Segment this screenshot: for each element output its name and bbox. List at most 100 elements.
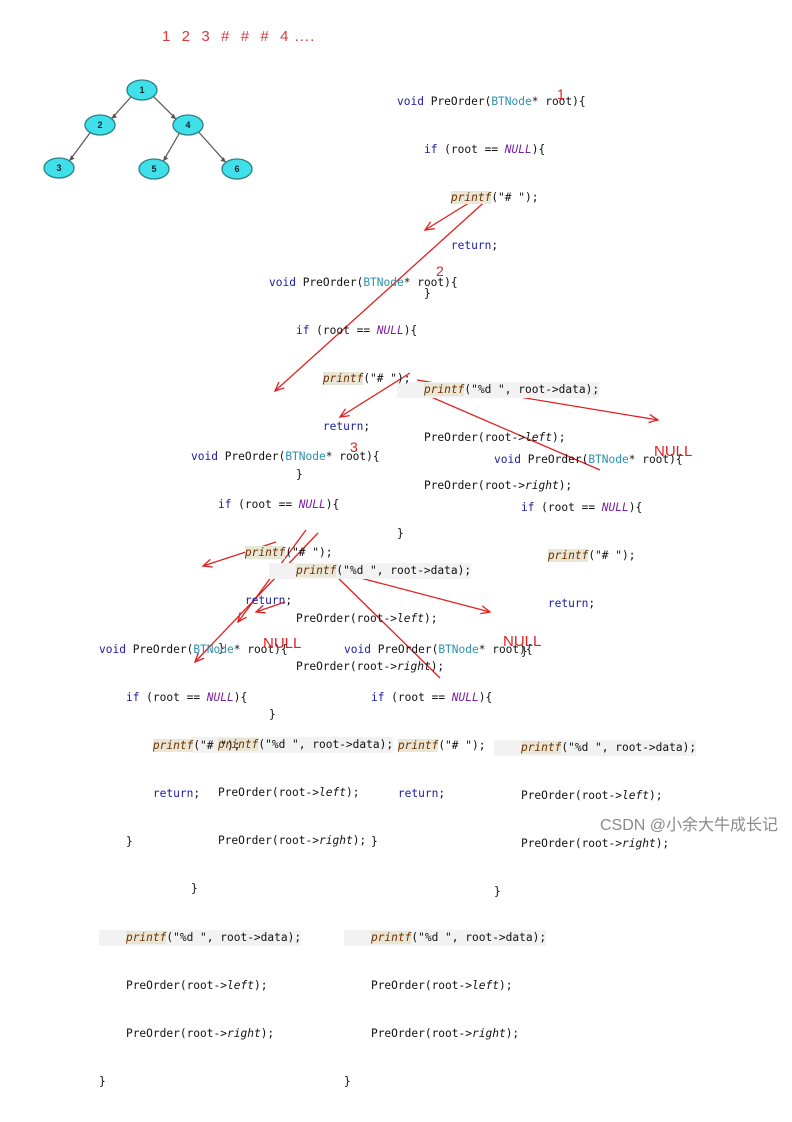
code-text: );: [253, 979, 268, 992]
preorder-code-block: void PreOrder(BTNode* root){ if (root ==…: [269, 243, 472, 755]
code-function: printf: [217, 738, 259, 751]
call-arrowhead: [338, 408, 350, 418]
call-arrowhead: [648, 414, 660, 424]
tree-node: 2: [84, 114, 116, 136]
tree-edge-arrowhead: [69, 155, 75, 161]
code-text: );: [558, 479, 573, 492]
tree-node-circle: [84, 114, 116, 136]
code-line-if-close: }: [269, 467, 471, 483]
code-null: NULL: [504, 143, 532, 156]
code-function: printf: [322, 372, 364, 385]
code-text: );: [430, 660, 445, 673]
code-text: ){: [628, 501, 643, 514]
code-null: NULL: [376, 324, 404, 337]
code-line-call-left: PreOrder(root->left);: [191, 785, 393, 801]
code-null: NULL: [298, 498, 326, 511]
null-label: NULL: [503, 633, 542, 650]
code-member: left: [397, 612, 424, 625]
code-text: * root){: [628, 453, 683, 466]
code-text: ("# ");: [193, 739, 241, 752]
code-line-func-close: }: [99, 1074, 301, 1090]
code-text: ("%d ", root->data);: [166, 931, 302, 944]
null-label: NULL: [263, 635, 302, 652]
code-text: PreOrder(root->: [125, 1027, 227, 1040]
code-member: right: [397, 660, 431, 673]
preorder-code-block: void PreOrder(BTNode* root){ if (root ==…: [99, 610, 302, 1122]
tree-node-circle: [126, 79, 158, 101]
code-function: printf: [423, 383, 465, 396]
code-line-if: if (root == NULL){: [344, 690, 546, 706]
tree-node: 6: [221, 158, 253, 180]
code-line-printf-hash: printf("# ");: [99, 738, 301, 754]
traversal-sequence: 1 2 3 # # # 4 ....: [162, 28, 316, 45]
code-null: NULL: [206, 691, 234, 704]
code-type: BTNode: [285, 450, 326, 463]
code-text: ;: [285, 594, 293, 607]
code-function: printf: [450, 191, 492, 204]
code-function: printf: [397, 739, 439, 752]
code-text: ;: [491, 239, 499, 252]
code-keyword: return: [322, 420, 364, 433]
tree-node-circle: [221, 158, 253, 180]
code-line-printf-hash: printf("# ");: [269, 371, 471, 387]
code-line-printf-data: printf("%d ", root->data);: [494, 740, 697, 756]
code-line-signature: void PreOrder(BTNode* root){: [397, 94, 599, 110]
code-line-func-close: }: [397, 526, 599, 542]
tree-edge: [162, 131, 181, 162]
code-member: right: [525, 479, 559, 492]
code-function: printf: [125, 931, 167, 944]
tree-node-circle: [172, 114, 204, 136]
code-line-return: return;: [191, 593, 393, 609]
code-keyword: void: [269, 276, 296, 289]
tree-node: 5: [138, 158, 170, 180]
code-text: PreOrder(root->: [217, 786, 319, 799]
code-text: PreOrder(root->: [370, 1027, 472, 1040]
code-text: ){: [478, 691, 493, 704]
code-text: PreOrder(root->: [520, 789, 622, 802]
call-arrowhead: [193, 652, 205, 664]
code-text: PreOrder(: [423, 95, 492, 108]
tree-edge-arrowhead: [111, 113, 117, 119]
code-text: PreOrder(: [520, 453, 589, 466]
tree-node-label: 6: [234, 164, 239, 174]
code-type: BTNode: [363, 276, 404, 289]
code-member: right: [472, 1027, 506, 1040]
code-line-return: return;: [99, 786, 301, 802]
code-line-printf-hash: printf("# ");: [344, 738, 546, 754]
code-text: ("# ");: [588, 549, 636, 562]
code-keyword: void: [397, 95, 424, 108]
code-line-call-right: PreOrder(root->right);: [99, 1026, 301, 1042]
step-1-label: 1: [557, 86, 565, 102]
code-type: BTNode: [438, 643, 479, 656]
code-member: right: [622, 837, 656, 850]
code-function: printf: [520, 741, 562, 754]
tree-edge-arrowhead: [220, 157, 226, 163]
code-line-printf-data: printf("%d ", root->data);: [344, 930, 547, 946]
call-arrow: [255, 601, 286, 613]
code-line-printf-hash: printf("# ");: [494, 548, 696, 564]
code-line-if: if (root == NULL){: [99, 690, 301, 706]
call-arrow: [327, 567, 441, 679]
code-line-printf-data: printf("%d ", root->data);: [269, 563, 472, 579]
code-text: ;: [438, 787, 446, 800]
code-text: ("%d ", root->data);: [336, 564, 472, 577]
code-line-return: return;: [494, 596, 696, 612]
code-line-blank: [99, 882, 301, 898]
preorder-code-block: void PreOrder(BTNode* root){ if (root ==…: [397, 62, 600, 574]
code-text: PreOrder(root->: [423, 479, 525, 492]
code-text: (root ==: [309, 324, 377, 337]
code-line-printf-data: printf("%d ", root->data);: [191, 737, 394, 753]
code-text: ("# ");: [285, 546, 333, 559]
code-line-signature: void PreOrder(BTNode* root){: [191, 449, 393, 465]
tree-node-label: 1: [139, 85, 144, 95]
code-text: }: [99, 1075, 106, 1088]
code-line-call-left: PreOrder(root->left);: [397, 430, 599, 446]
code-member: left: [319, 786, 346, 799]
code-type: BTNode: [491, 95, 532, 108]
tree-edge: [68, 131, 92, 162]
code-text: ("%d ", root->data);: [411, 931, 547, 944]
code-text: }: [370, 835, 378, 848]
code-line-call-right: PreOrder(root->right);: [344, 1026, 546, 1042]
